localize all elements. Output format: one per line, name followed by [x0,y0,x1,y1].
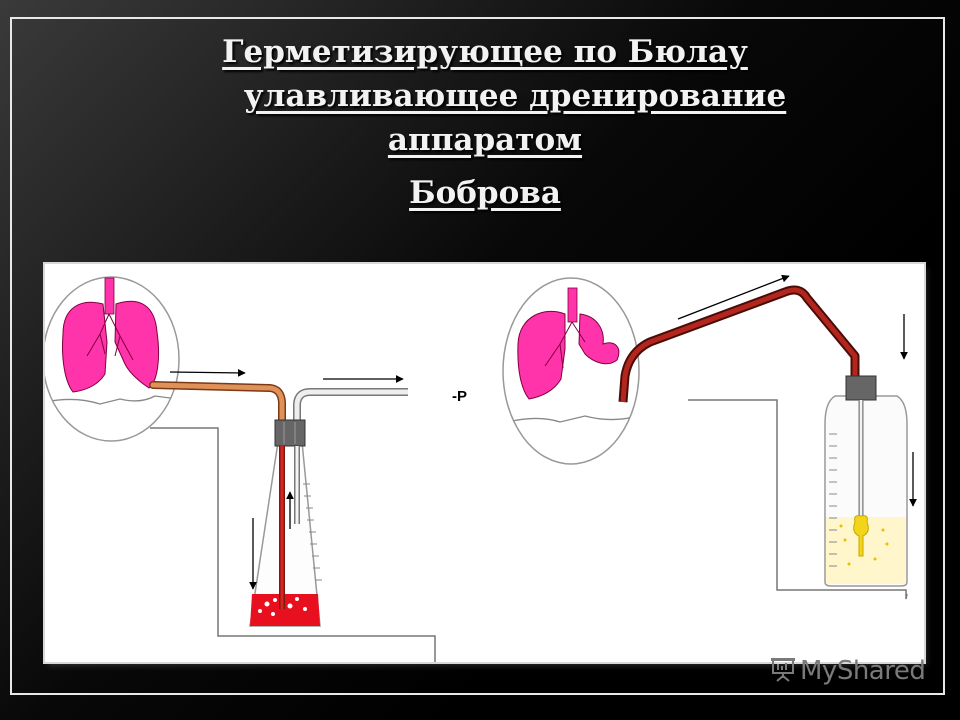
title-line-1: Герметизирующее по Бюлау [222,34,748,70]
title-line-3: аппаратом [387,122,583,158]
ribcage-outline [45,395,179,405]
slide-frame [10,17,945,695]
right-bed-line [688,399,908,600]
left-lungs-illustration [62,277,160,393]
slide-title: Герметизирующее по Бюлау улавливающее др… [100,30,870,215]
flow-arrow-1 [169,369,246,377]
flow-arrow-5 [677,274,790,320]
bubble-splash [853,515,869,557]
left-bed-line [150,427,436,662]
drainage-diagram: -P [45,264,924,662]
right-bottle [824,375,908,587]
title-line-2: улавливающее дренирование [243,78,787,114]
presentation-icon [771,658,795,682]
watermark: MyShared [770,656,926,686]
left-flask [249,419,322,627]
title-line-4: Боброва [409,175,561,211]
left-vent-tube [293,388,408,424]
right-lungs-illustration [517,287,620,400]
pressure-label: -P [452,388,467,405]
watermark-text: MyShared [800,656,926,686]
